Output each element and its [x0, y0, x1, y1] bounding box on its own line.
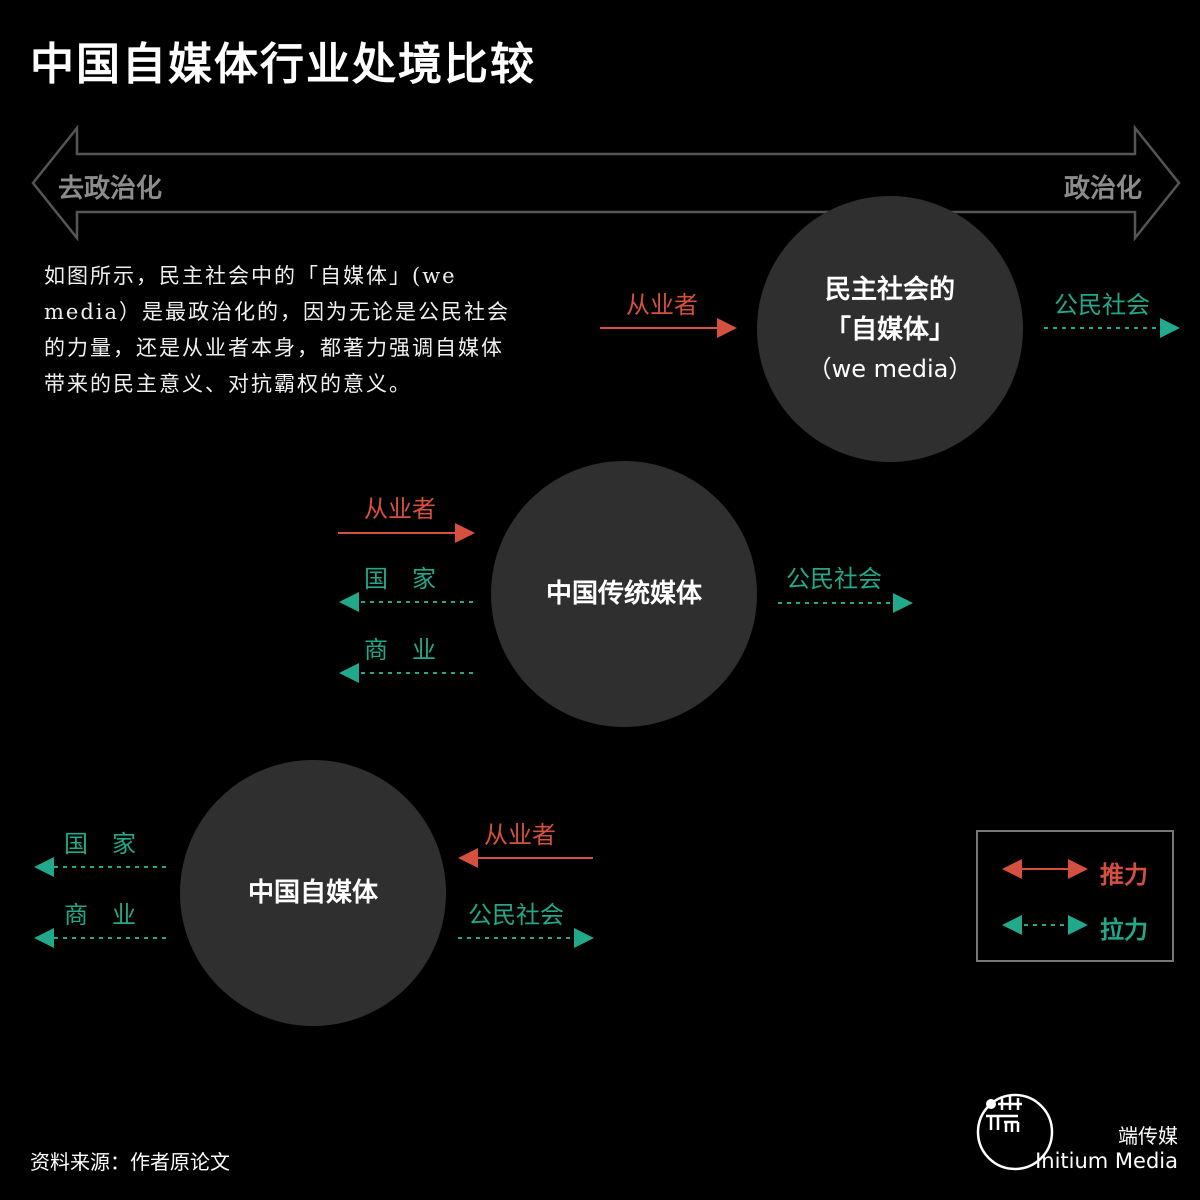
democratic-civil-label: 公民社会 — [1054, 291, 1150, 319]
legend-push-label: 推力 — [1100, 861, 1148, 889]
traditional-business-label: 商 业 — [364, 636, 436, 664]
brand-name-en: Initium Media — [1035, 1149, 1178, 1173]
democratic-node-line3: （we media） — [807, 355, 973, 383]
democratic-self-media-node: 民主社会的 「自媒体」 （we media） — [757, 196, 1023, 462]
initium-logo-icon — [976, 1093, 1054, 1171]
legend-pull-label: 拉力 — [1100, 916, 1148, 944]
traditional-state-label: 国 家 — [364, 565, 436, 593]
brand-name-cn: 端传媒 — [1118, 1124, 1178, 1148]
traditional-practitioner-label: 从业者 — [364, 495, 436, 523]
traditional-media-node: 中国传统媒体 — [491, 461, 757, 727]
chinese-state-label: 国 家 — [64, 830, 136, 858]
chinese-node-name: 中国自媒体 — [247, 878, 378, 908]
chinese-business-label: 商 业 — [64, 901, 136, 929]
source-note: 资料来源：作者原论文 — [30, 1150, 230, 1174]
axis-left-label: 去政治化 — [58, 174, 163, 204]
chinese-practitioner-label: 从业者 — [484, 821, 556, 849]
politicization-axis-arrow — [31, 124, 1181, 242]
democratic-node-line2: 「自媒体」 — [824, 315, 955, 345]
axis-right-label: 政治化 — [1064, 174, 1143, 204]
page-title: 中国自媒体行业处境比较 — [30, 39, 536, 90]
legend-box — [976, 830, 1174, 962]
democratic-practitioner-label: 从业者 — [626, 291, 698, 319]
democratic-node-line1: 民主社会的 — [824, 275, 955, 305]
chinese-civil-label: 公民社会 — [468, 901, 564, 929]
traditional-civil-label: 公民社会 — [786, 565, 882, 593]
traditional-node-name: 中国传统媒体 — [545, 579, 702, 609]
intro-paragraph: 如图所示，民主社会中的「自媒体」(we media）是最政治化的，因为无论是公民… — [44, 264, 511, 396]
chinese-self-media-node: 中国自媒体 — [180, 760, 446, 1026]
